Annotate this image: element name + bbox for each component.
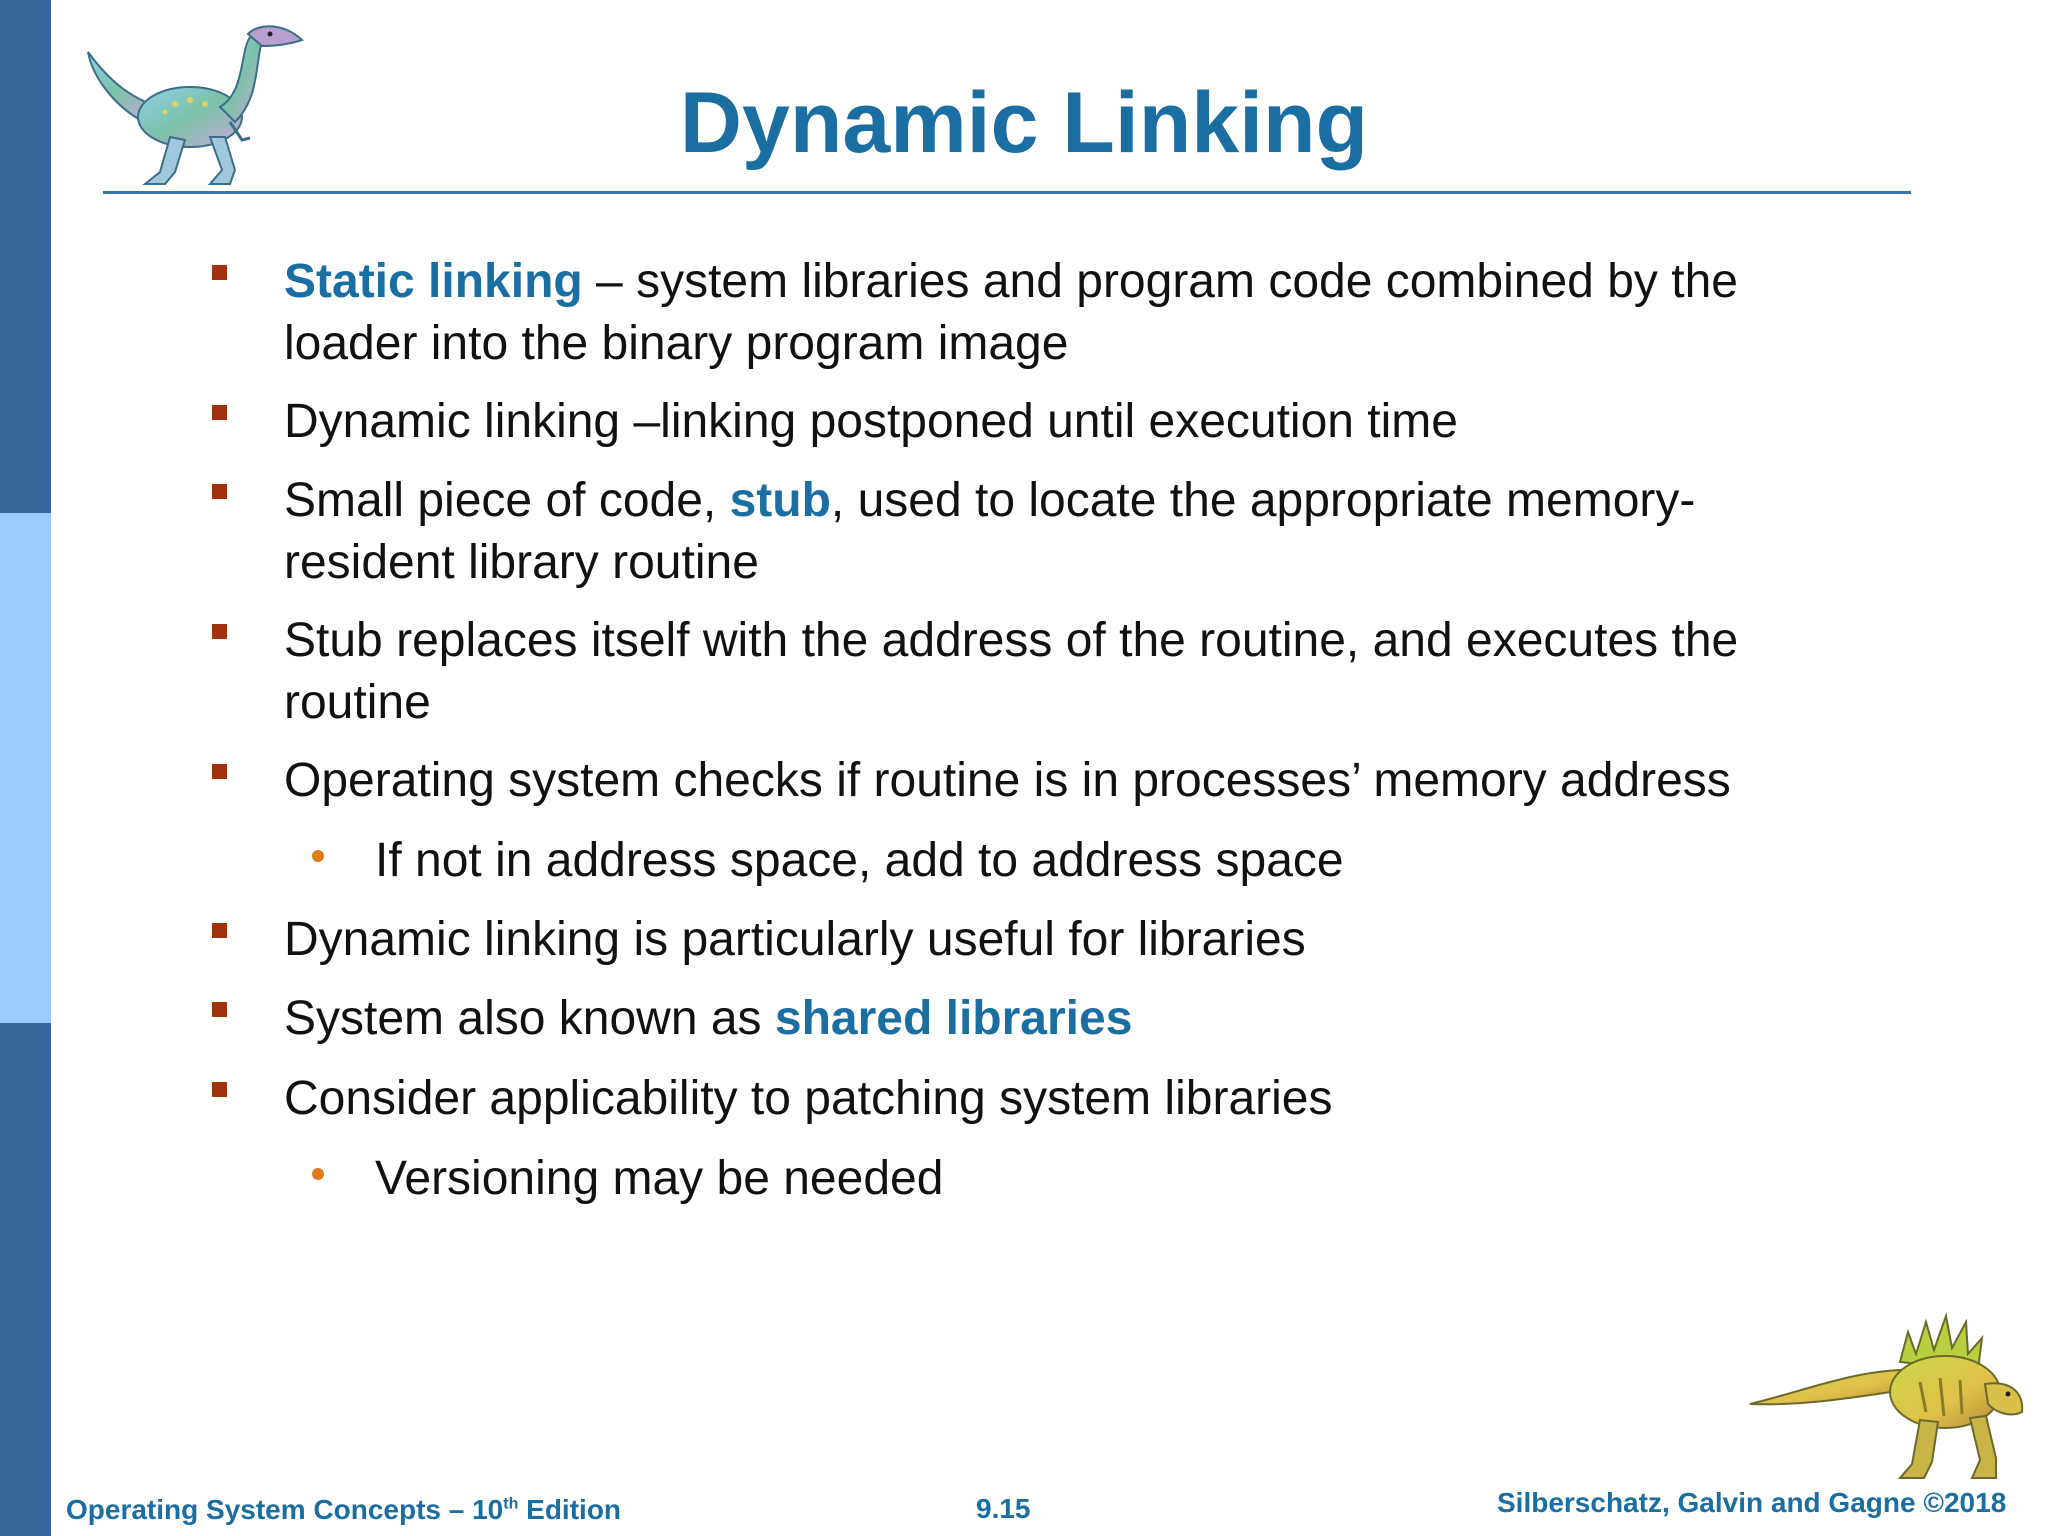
bullet-dot-icon [312,850,324,862]
bullet-item: Dynamic linking is particularly useful f… [284,909,1844,971]
bullet-item: Operating system checks if routine is in… [284,750,1844,812]
bullet-text: – system libraries and program code comb… [284,255,1738,370]
bullet-item: Dynamic linking –linking postponed until… [284,391,1844,453]
dinosaur-bottom-icon [1749,1312,2024,1479]
bullet-item: Small piece of code, stub, used to locat… [284,470,1844,594]
bullet-item: System also known as shared libraries [284,988,1844,1050]
bullet-item: Stub replaces itself with the address of… [284,610,1844,734]
bullet-text: Operating system checks if routine is in… [284,754,1731,807]
dinosaur-top-icon [87,25,304,185]
bullet-square-icon [212,624,227,639]
side-bar-middle-segment [0,513,51,1023]
slide-title: Dynamic Linking [679,75,1369,171]
footer-title-suffix: Edition [518,1494,622,1525]
footer-title-text: Operating System Concepts – 10 [66,1494,504,1525]
footer-copyright: Silberschatz, Galvin and Gagne ©2018 [1497,1487,2007,1518]
bullet-text: , used to locate the appropriate memory-… [284,474,1696,589]
bullet-square-icon [212,405,227,420]
bullet-text: Small piece of code, [284,474,730,527]
bullet-text: Stub replaces itself with the address of… [284,614,1739,729]
bullet-square-icon [212,265,227,280]
footer-title-superscript: th [503,1495,519,1513]
bullet-item: Static linking – system libraries and pr… [284,251,1844,375]
bullet-text: System also known as [284,992,775,1045]
bullet-item: Consider applicability to patching syste… [284,1068,1844,1130]
bullet-text: Dynamic linking is particularly useful f… [284,913,1306,966]
bullet-square-icon [212,923,227,938]
keyword-static-linking: Static linking [284,255,583,308]
sub-bullet-item: Versioning may be needed [375,1148,1855,1210]
keyword-stub: stub [729,474,831,527]
bullet-dot-icon [312,1168,324,1180]
footer-page-number: 9.15 [976,1493,1031,1524]
bullet-square-icon [212,1082,227,1097]
title-underline [103,191,1911,194]
left-side-bar [0,0,51,1536]
bullet-text: Dynamic linking –linking postponed until… [284,395,1458,448]
bullet-text: If not in address space, add to address … [375,834,1344,887]
bullet-square-icon [212,484,227,499]
footer-book-title: Operating System Concepts – 10th Edition [66,1493,621,1527]
bullet-square-icon [212,1002,227,1017]
bullet-square-icon [212,764,227,779]
sub-bullet-item: If not in address space, add to address … [375,830,1855,892]
bullet-text: Versioning may be needed [375,1152,944,1205]
side-bar-bottom-segment [0,1023,51,1536]
keyword-shared-libraries: shared libraries [774,992,1133,1045]
bullet-text: Consider applicability to patching syste… [284,1072,1333,1125]
side-bar-top-segment [0,0,51,513]
